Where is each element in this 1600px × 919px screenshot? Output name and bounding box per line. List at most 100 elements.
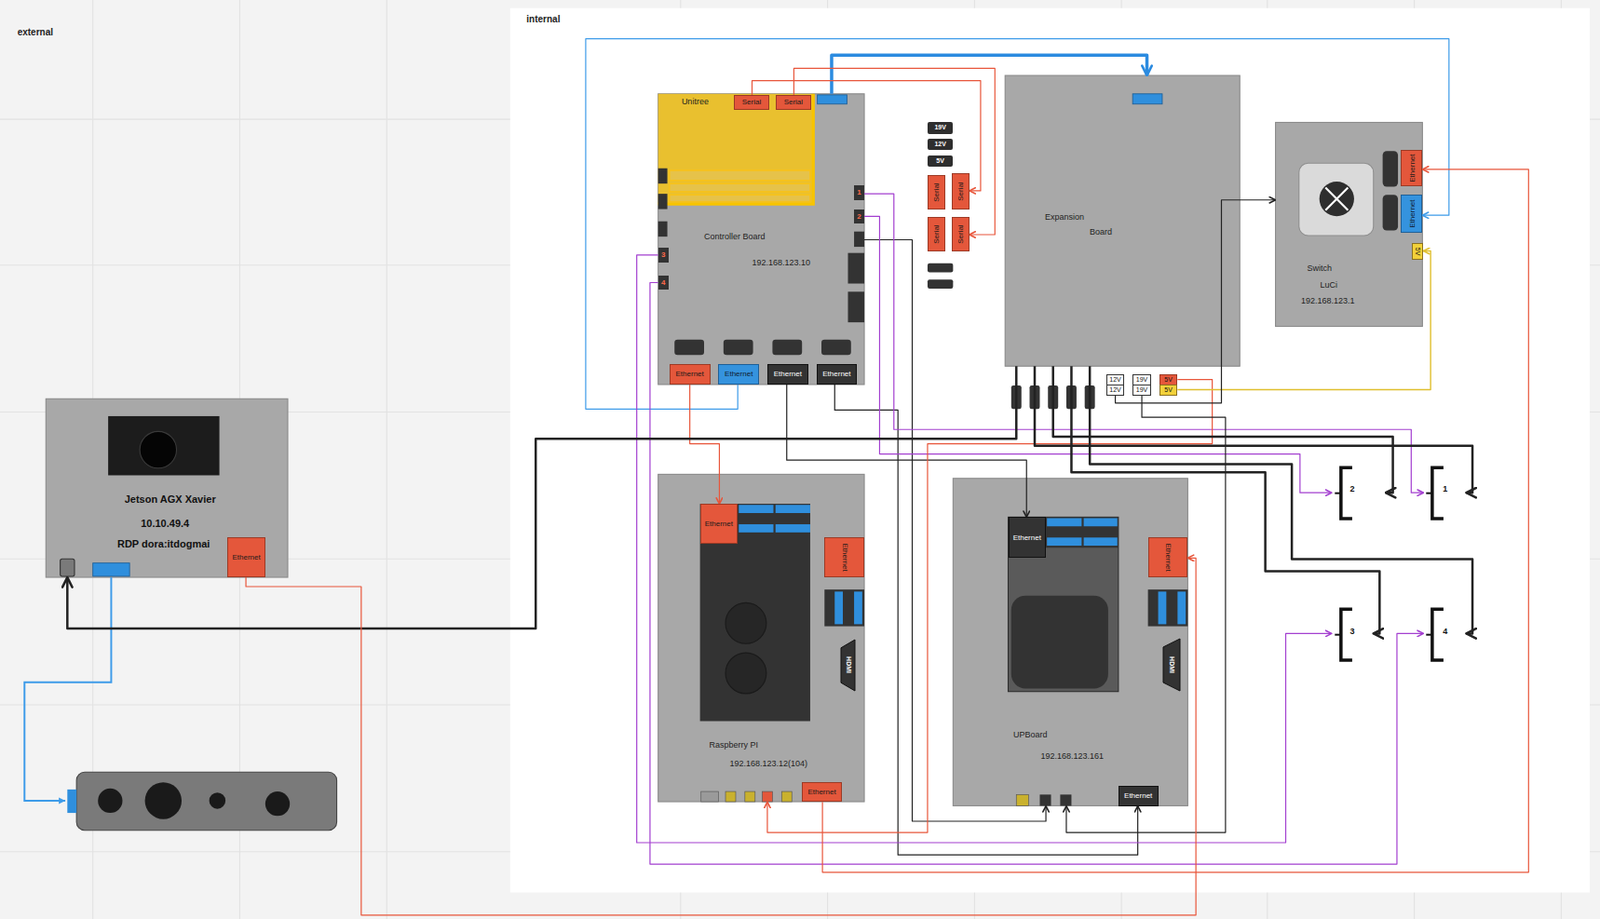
usb-port xyxy=(93,563,130,577)
node-text: 1 xyxy=(856,188,861,197)
port-box: Ethernet xyxy=(1118,786,1159,807)
wire-connector xyxy=(767,379,1213,833)
node-text: HDMI xyxy=(1167,656,1176,674)
usb-port xyxy=(738,524,773,533)
cover-stripe xyxy=(669,183,811,192)
node-text: HDMI xyxy=(843,656,852,674)
unitree-cover xyxy=(658,94,814,204)
board-box: Jetson AGX Xavier10.10.49.4RDP dora:itdo… xyxy=(45,398,288,578)
switch-board xyxy=(1275,122,1424,326)
pin xyxy=(781,791,792,802)
port xyxy=(1383,150,1398,187)
bracket-outline xyxy=(1432,609,1444,661)
bracket-tick xyxy=(1426,491,1434,494)
usb-block xyxy=(737,503,811,534)
port xyxy=(1383,194,1398,231)
camera-lens xyxy=(265,791,290,816)
node-text: Ethernet xyxy=(705,519,733,529)
port-box: Serial xyxy=(927,175,946,209)
port-box: Serial xyxy=(951,173,970,209)
node-text: Ethernet xyxy=(676,369,705,379)
hdmi-port: HDMI xyxy=(840,639,855,692)
connector xyxy=(927,279,953,289)
usb-port xyxy=(1084,537,1118,546)
node-text: RDP dora:itdogmai xyxy=(117,538,210,551)
usb-block xyxy=(1148,589,1189,626)
node-text: 19V xyxy=(934,123,946,132)
port-number: 1 xyxy=(854,185,865,200)
node-text: 1 xyxy=(1442,484,1448,495)
wire-connector xyxy=(690,384,720,504)
usb-block xyxy=(1045,516,1119,548)
node-text: 5V xyxy=(1164,376,1173,384)
board-box: UPBoard192.168.123.161EthernetEthernetHD… xyxy=(952,478,1188,807)
port-box: Ethernet xyxy=(1400,149,1423,187)
node-text: Ethernet xyxy=(724,369,753,379)
camera-lens xyxy=(97,788,123,814)
usb-block xyxy=(824,589,865,626)
cover-stripe xyxy=(669,194,811,203)
fan xyxy=(725,652,767,694)
port-box: Ethernet xyxy=(1008,516,1047,558)
port xyxy=(817,94,848,105)
bracket-outline xyxy=(1331,464,1386,522)
expansion-board xyxy=(1004,75,1240,367)
heatsink xyxy=(1008,516,1119,692)
node-text: Ethernet xyxy=(1124,791,1153,800)
wire-connector xyxy=(752,81,981,191)
unitree-edge xyxy=(658,94,814,204)
wire-connector xyxy=(67,366,1017,629)
node-text: 2 xyxy=(856,212,861,221)
wire-connector xyxy=(864,193,1424,493)
wire-connector xyxy=(1089,366,1473,634)
wire-connector xyxy=(834,384,1138,855)
node-text: 5V xyxy=(1164,386,1173,394)
port xyxy=(847,291,865,323)
node-text: 12V xyxy=(934,140,946,149)
pin xyxy=(1039,794,1051,806)
chip xyxy=(1011,596,1109,690)
connectors xyxy=(67,39,1529,916)
voltage-box: 5V xyxy=(1411,243,1424,261)
usb-port xyxy=(775,524,811,533)
node-text: Serial xyxy=(932,182,941,202)
unitree-cover: Unitree xyxy=(658,94,814,204)
port-box: Ethernet xyxy=(669,364,711,385)
node-text: Switch LuCi xyxy=(1307,259,1332,294)
port-box: Serial xyxy=(733,94,770,110)
port-box: Ethernet xyxy=(801,782,842,802)
fan xyxy=(1319,181,1355,217)
node-text: 5V xyxy=(1413,247,1422,257)
pin xyxy=(725,791,736,802)
port-box: Serial xyxy=(775,94,812,110)
node-text: Unitree xyxy=(681,96,709,108)
port xyxy=(847,253,865,285)
node-text: 5V xyxy=(935,157,945,165)
wire-connector xyxy=(822,169,1529,873)
node-text: UPBoard xyxy=(1013,730,1048,741)
wire-connector xyxy=(637,255,1332,843)
port-box: Ethernet xyxy=(816,364,858,385)
node-text: Raspberry PI xyxy=(708,740,759,751)
pin xyxy=(761,791,773,802)
port xyxy=(854,231,865,247)
voltage-box: 5V xyxy=(1159,384,1179,396)
upboard xyxy=(952,478,1188,807)
node-text: Serial xyxy=(956,224,965,244)
usb-port xyxy=(775,504,811,514)
node-text: Serial xyxy=(932,224,941,244)
port-box: Ethernet xyxy=(718,364,760,385)
wire-connector xyxy=(1177,251,1431,391)
port xyxy=(658,168,668,184)
usb-port xyxy=(738,504,773,514)
usb-port xyxy=(1084,517,1118,527)
usb-port xyxy=(1158,591,1167,624)
frame-region: internalController Board192.168.123.10Un… xyxy=(510,8,1590,894)
port xyxy=(658,193,668,209)
motor-bracket: 3 xyxy=(1331,606,1374,664)
bracket-tick xyxy=(1334,491,1342,494)
pin xyxy=(1016,794,1029,806)
